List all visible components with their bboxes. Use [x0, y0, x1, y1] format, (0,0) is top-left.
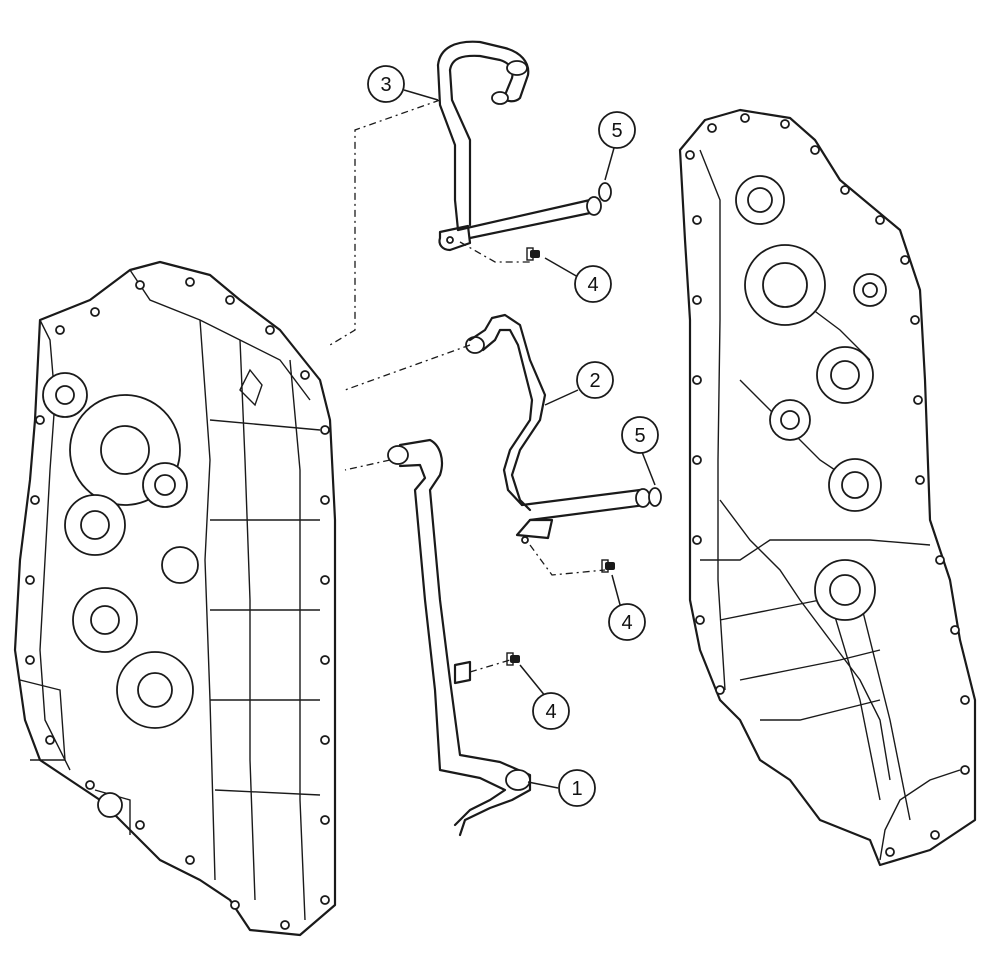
leader-lines [403, 89, 656, 789]
callout-2-label: 2 [589, 370, 600, 392]
bolt-4-lower [506, 652, 520, 666]
callout-1: 1 [558, 769, 596, 807]
o-ring-5-bottom [648, 487, 662, 507]
o-ring-5-top [598, 182, 612, 202]
callout-5-top: 5 [598, 111, 636, 149]
bolt-4-top-centerline [459, 241, 530, 263]
callout-5-bottom: 5 [621, 416, 659, 454]
callout-4-top: 4 [574, 265, 612, 303]
bolt-4-mid-centerline [529, 544, 606, 576]
bolt-4-low-centerline [469, 659, 511, 673]
callout-5-top-label: 5 [611, 120, 622, 142]
tube-3 [436, 40, 602, 252]
right-housing-bolt-holes [685, 113, 970, 857]
bolt-4-middle [601, 559, 615, 573]
right-cover-housing [678, 108, 977, 867]
tube-1-centerline [344, 459, 391, 471]
left-housing-bolt-holes [25, 277, 330, 930]
tube-3-centerline [329, 99, 441, 346]
callout-4-lower: 4 [532, 692, 570, 730]
left-transmission-housing [13, 260, 337, 937]
callout-3: 3 [367, 65, 405, 103]
callout-2: 2 [576, 361, 614, 399]
callout-5-bottom-label: 5 [634, 425, 645, 447]
bolt-4-top [526, 247, 540, 261]
callout-4-middle-label: 4 [621, 612, 632, 634]
callout-4-lower-label: 4 [545, 701, 556, 723]
callout-4-top-label: 4 [587, 274, 598, 296]
callout-3-label: 3 [380, 74, 391, 96]
tube-2-centerline [344, 344, 471, 391]
callout-4-middle: 4 [608, 603, 646, 641]
callout-1-label: 1 [571, 778, 582, 800]
tube-1 [387, 438, 532, 837]
